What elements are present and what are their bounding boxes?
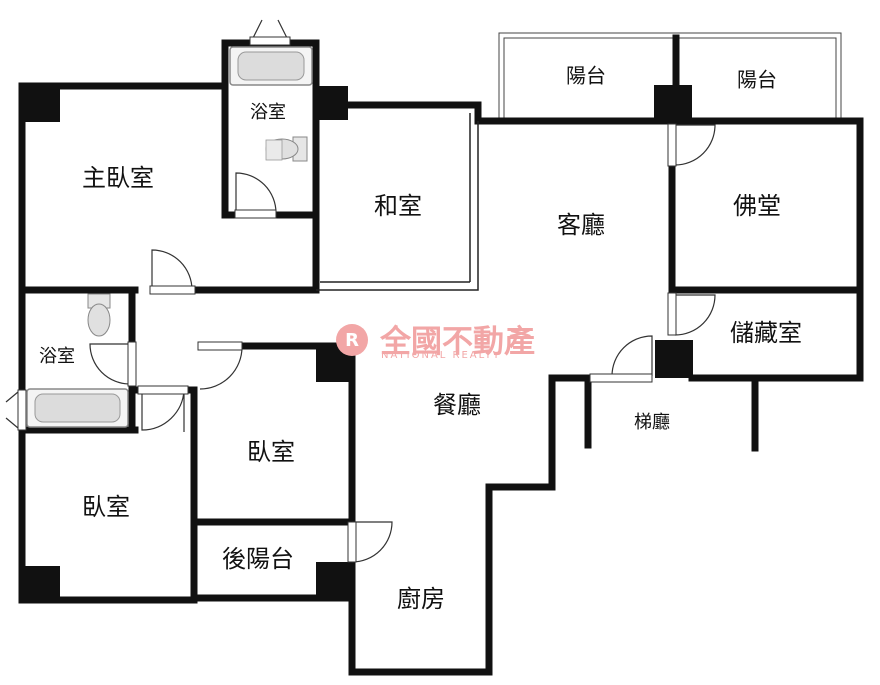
room-label-japanese-room: 和室 [374, 192, 422, 220]
room-label-bedroom-left: 臥室 [82, 493, 130, 521]
room-label-bathroom-left: 浴室 [39, 346, 75, 367]
logo-text: 全國不動產 [379, 324, 535, 360]
room-label-balcony-left: 陽台 [566, 64, 606, 88]
bathtub-left [26, 388, 129, 428]
doors [5, 19, 716, 563]
fixtures [26, 46, 313, 428]
room-label-bedroom-middle: 臥室 [247, 438, 295, 466]
toilet-top [265, 136, 308, 162]
room-label-master-bedroom: 主臥室 [82, 164, 154, 192]
toilet-left [87, 293, 111, 337]
realty-watermark: R 全國不動產 NATIONAL REALTY [336, 324, 535, 361]
room-label-back-balcony: 後陽台 [222, 545, 294, 573]
pillars [22, 85, 693, 600]
room-label-buddha-hall: 佛堂 [733, 192, 781, 220]
room-label-balcony-right: 陽台 [737, 68, 777, 92]
room-label-storage-room: 儲藏室 [730, 319, 802, 347]
room-labels: 陽台 陽台 浴室 主臥室 和室 客廳 佛堂 儲藏室 浴室 餐廳 梯廳 臥室 臥室… [39, 64, 802, 614]
room-label-living-room: 客廳 [557, 211, 605, 239]
room-label-kitchen: 廚房 [397, 585, 445, 613]
room-label-dining-room: 餐廳 [433, 391, 481, 419]
svg-text:R: R [345, 330, 359, 351]
room-label-bathroom-top: 浴室 [250, 102, 286, 123]
logo-subtext: NATIONAL REALTY [381, 350, 501, 361]
thin-lines [316, 113, 479, 291]
room-label-elevator-hall: 梯廳 [634, 412, 670, 433]
bathtub-top [229, 46, 313, 86]
